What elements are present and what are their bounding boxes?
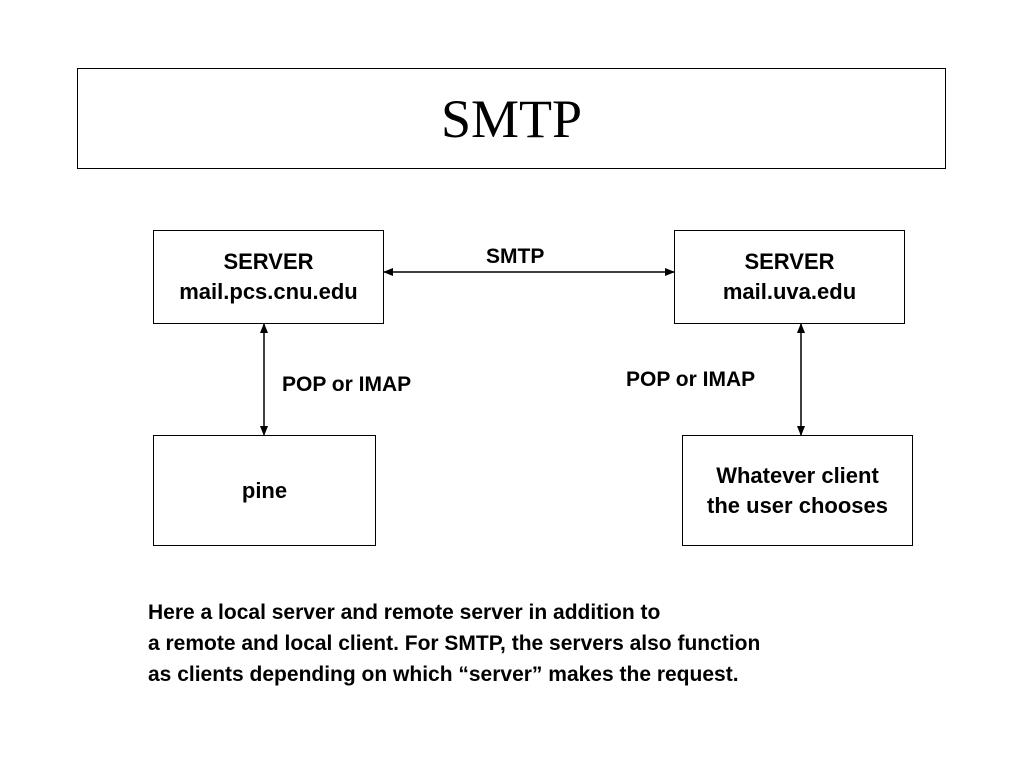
local-server-node: SERVER mail.pcs.cnu.edu xyxy=(153,230,384,324)
smtp-edge-label: SMTP xyxy=(486,245,545,268)
remote-server-host: mail.uva.edu xyxy=(722,279,857,304)
remote-client-node: Whatever client the user chooses xyxy=(682,435,913,546)
slide-title: SMTP xyxy=(440,88,583,149)
title-box: SMTP xyxy=(77,68,946,169)
local-server-host: mail.pcs.cnu.edu xyxy=(179,279,358,304)
remote-access-edge-label: POP or IMAP xyxy=(626,368,756,391)
caption-line: a remote and local client. For SMTP, the… xyxy=(148,632,761,655)
caption-line: as clients depending on which “server” m… xyxy=(148,663,739,686)
remote-client-line2: the user chooses xyxy=(707,492,888,518)
local-server-type: SERVER xyxy=(223,249,314,274)
remote-server-type: SERVER xyxy=(744,249,835,274)
remote-server-node: SERVER mail.uva.edu xyxy=(674,230,905,324)
local-client-label: pine xyxy=(241,477,288,503)
caption: Here a local server and remote server in… xyxy=(148,597,948,690)
local-client-node: pine xyxy=(153,435,376,546)
caption-line: Here a local server and remote server in… xyxy=(148,601,661,624)
remote-client-line1: Whatever client xyxy=(716,462,879,488)
local-access-edge-label: POP or IMAP xyxy=(282,373,412,396)
